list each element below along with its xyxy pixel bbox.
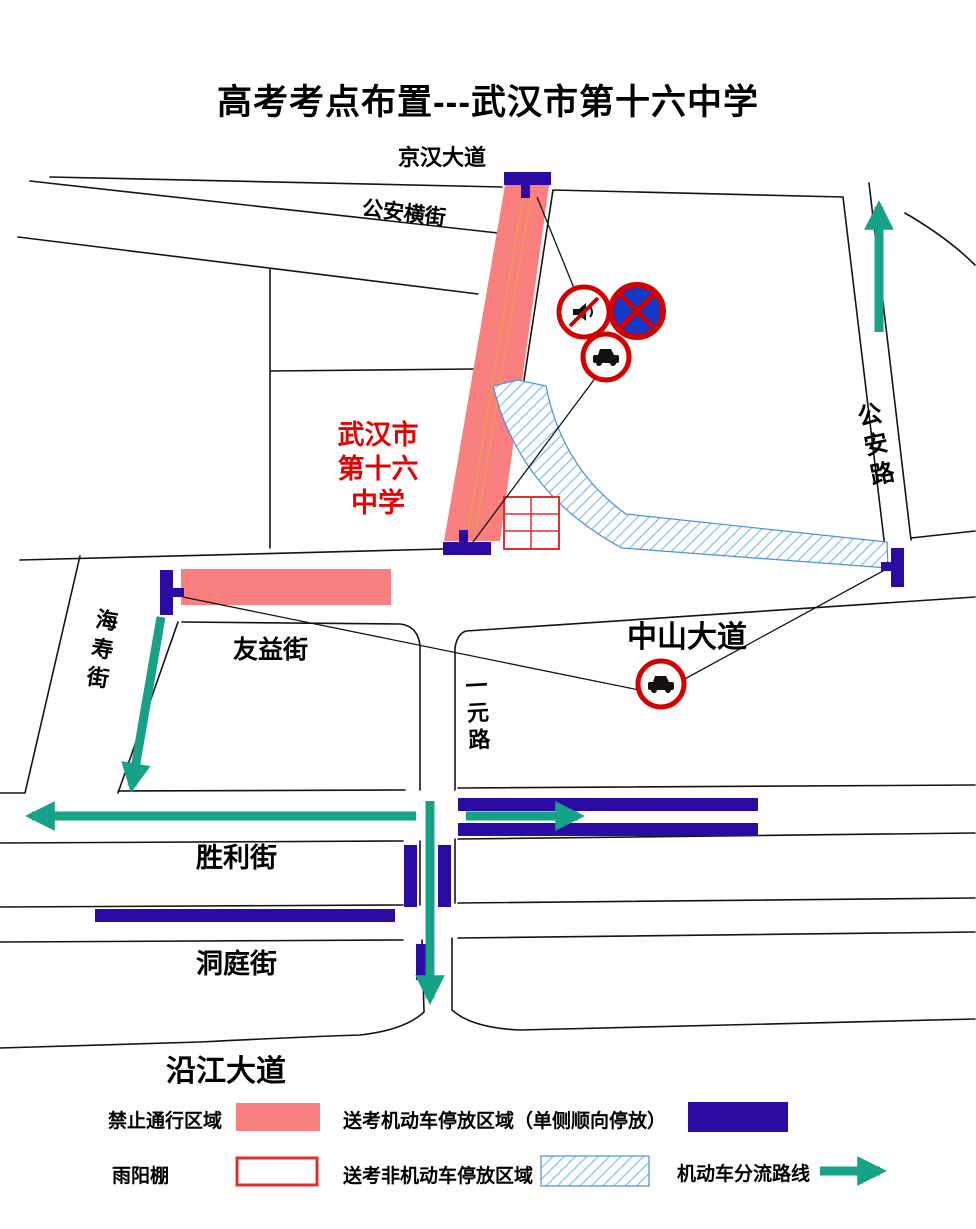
school-name-line2: 第十六 bbox=[337, 454, 419, 484]
no-motor-vehicle-sign-icon bbox=[635, 658, 687, 710]
barrier-icon bbox=[443, 530, 491, 555]
school-name-line3: 中学 bbox=[351, 488, 405, 518]
motor-parking-bar bbox=[458, 798, 758, 811]
road-label-yanjiang: 沿江大道 bbox=[166, 1055, 286, 1088]
motor-parking-bars bbox=[95, 798, 758, 980]
legend-label-motor-parking: 送考机动车停放区域（单侧顺向停放） bbox=[343, 1111, 667, 1132]
school-name-label: 武汉市 第十六 中学 bbox=[320, 418, 436, 520]
sign-pointer-lines bbox=[182, 196, 893, 691]
no-stopping-sign-icon bbox=[608, 282, 666, 340]
legend-swatch-shelter bbox=[235, 1156, 319, 1187]
closed-road-area-youyi bbox=[181, 569, 391, 605]
road-label-shengli: 胜利街 bbox=[196, 843, 277, 873]
legend-swatch-closed-area bbox=[236, 1103, 320, 1131]
legend-label-diversion: 机动车分流路线 bbox=[677, 1164, 811, 1185]
no-motor-vehicle-sign-icon bbox=[580, 331, 632, 383]
legend-swatch-motor-parking bbox=[688, 1102, 788, 1132]
legend-label-closed-area: 禁止通行区域 bbox=[108, 1111, 223, 1132]
page-title: 高考考点布置---武汉市第十六中学 bbox=[217, 83, 759, 122]
no-horn-sign-icon bbox=[556, 284, 612, 340]
motor-parking-bar bbox=[404, 845, 417, 907]
road-label-jinghan: 京汉大道 bbox=[398, 145, 487, 170]
road-lines bbox=[0, 176, 976, 1049]
road-label-zhongshan: 中山大道 bbox=[627, 621, 747, 654]
legend-label-non-motor-parking: 送考非机动车停放区域 bbox=[343, 1166, 534, 1187]
diversion-arrow-haishou-down bbox=[121, 616, 166, 793]
barrier-icon bbox=[881, 548, 904, 587]
barrier-icon bbox=[160, 570, 184, 615]
motor-parking-bar bbox=[458, 823, 758, 836]
motor-parking-bar bbox=[438, 845, 451, 907]
lane-center-lines bbox=[467, 195, 532, 531]
legend-label-shelter: 雨阳棚 bbox=[112, 1166, 170, 1187]
road-label-youyi: 友益街 bbox=[233, 636, 309, 664]
barriers bbox=[160, 172, 904, 615]
closed-road-area-school-street bbox=[444, 185, 549, 541]
barrier-icon bbox=[504, 172, 551, 198]
non-motor-parking-area bbox=[492, 379, 889, 569]
road-label-dongting: 洞庭街 bbox=[196, 949, 277, 979]
motor-parking-bar bbox=[95, 909, 395, 922]
legend-swatch-non-motor-parking bbox=[540, 1155, 650, 1187]
school-name-line1: 武汉市 bbox=[337, 420, 419, 450]
road-label-yiyuan: 一元路 bbox=[461, 673, 492, 756]
diversion-arrows bbox=[25, 200, 894, 1005]
shelter-area bbox=[503, 496, 560, 550]
